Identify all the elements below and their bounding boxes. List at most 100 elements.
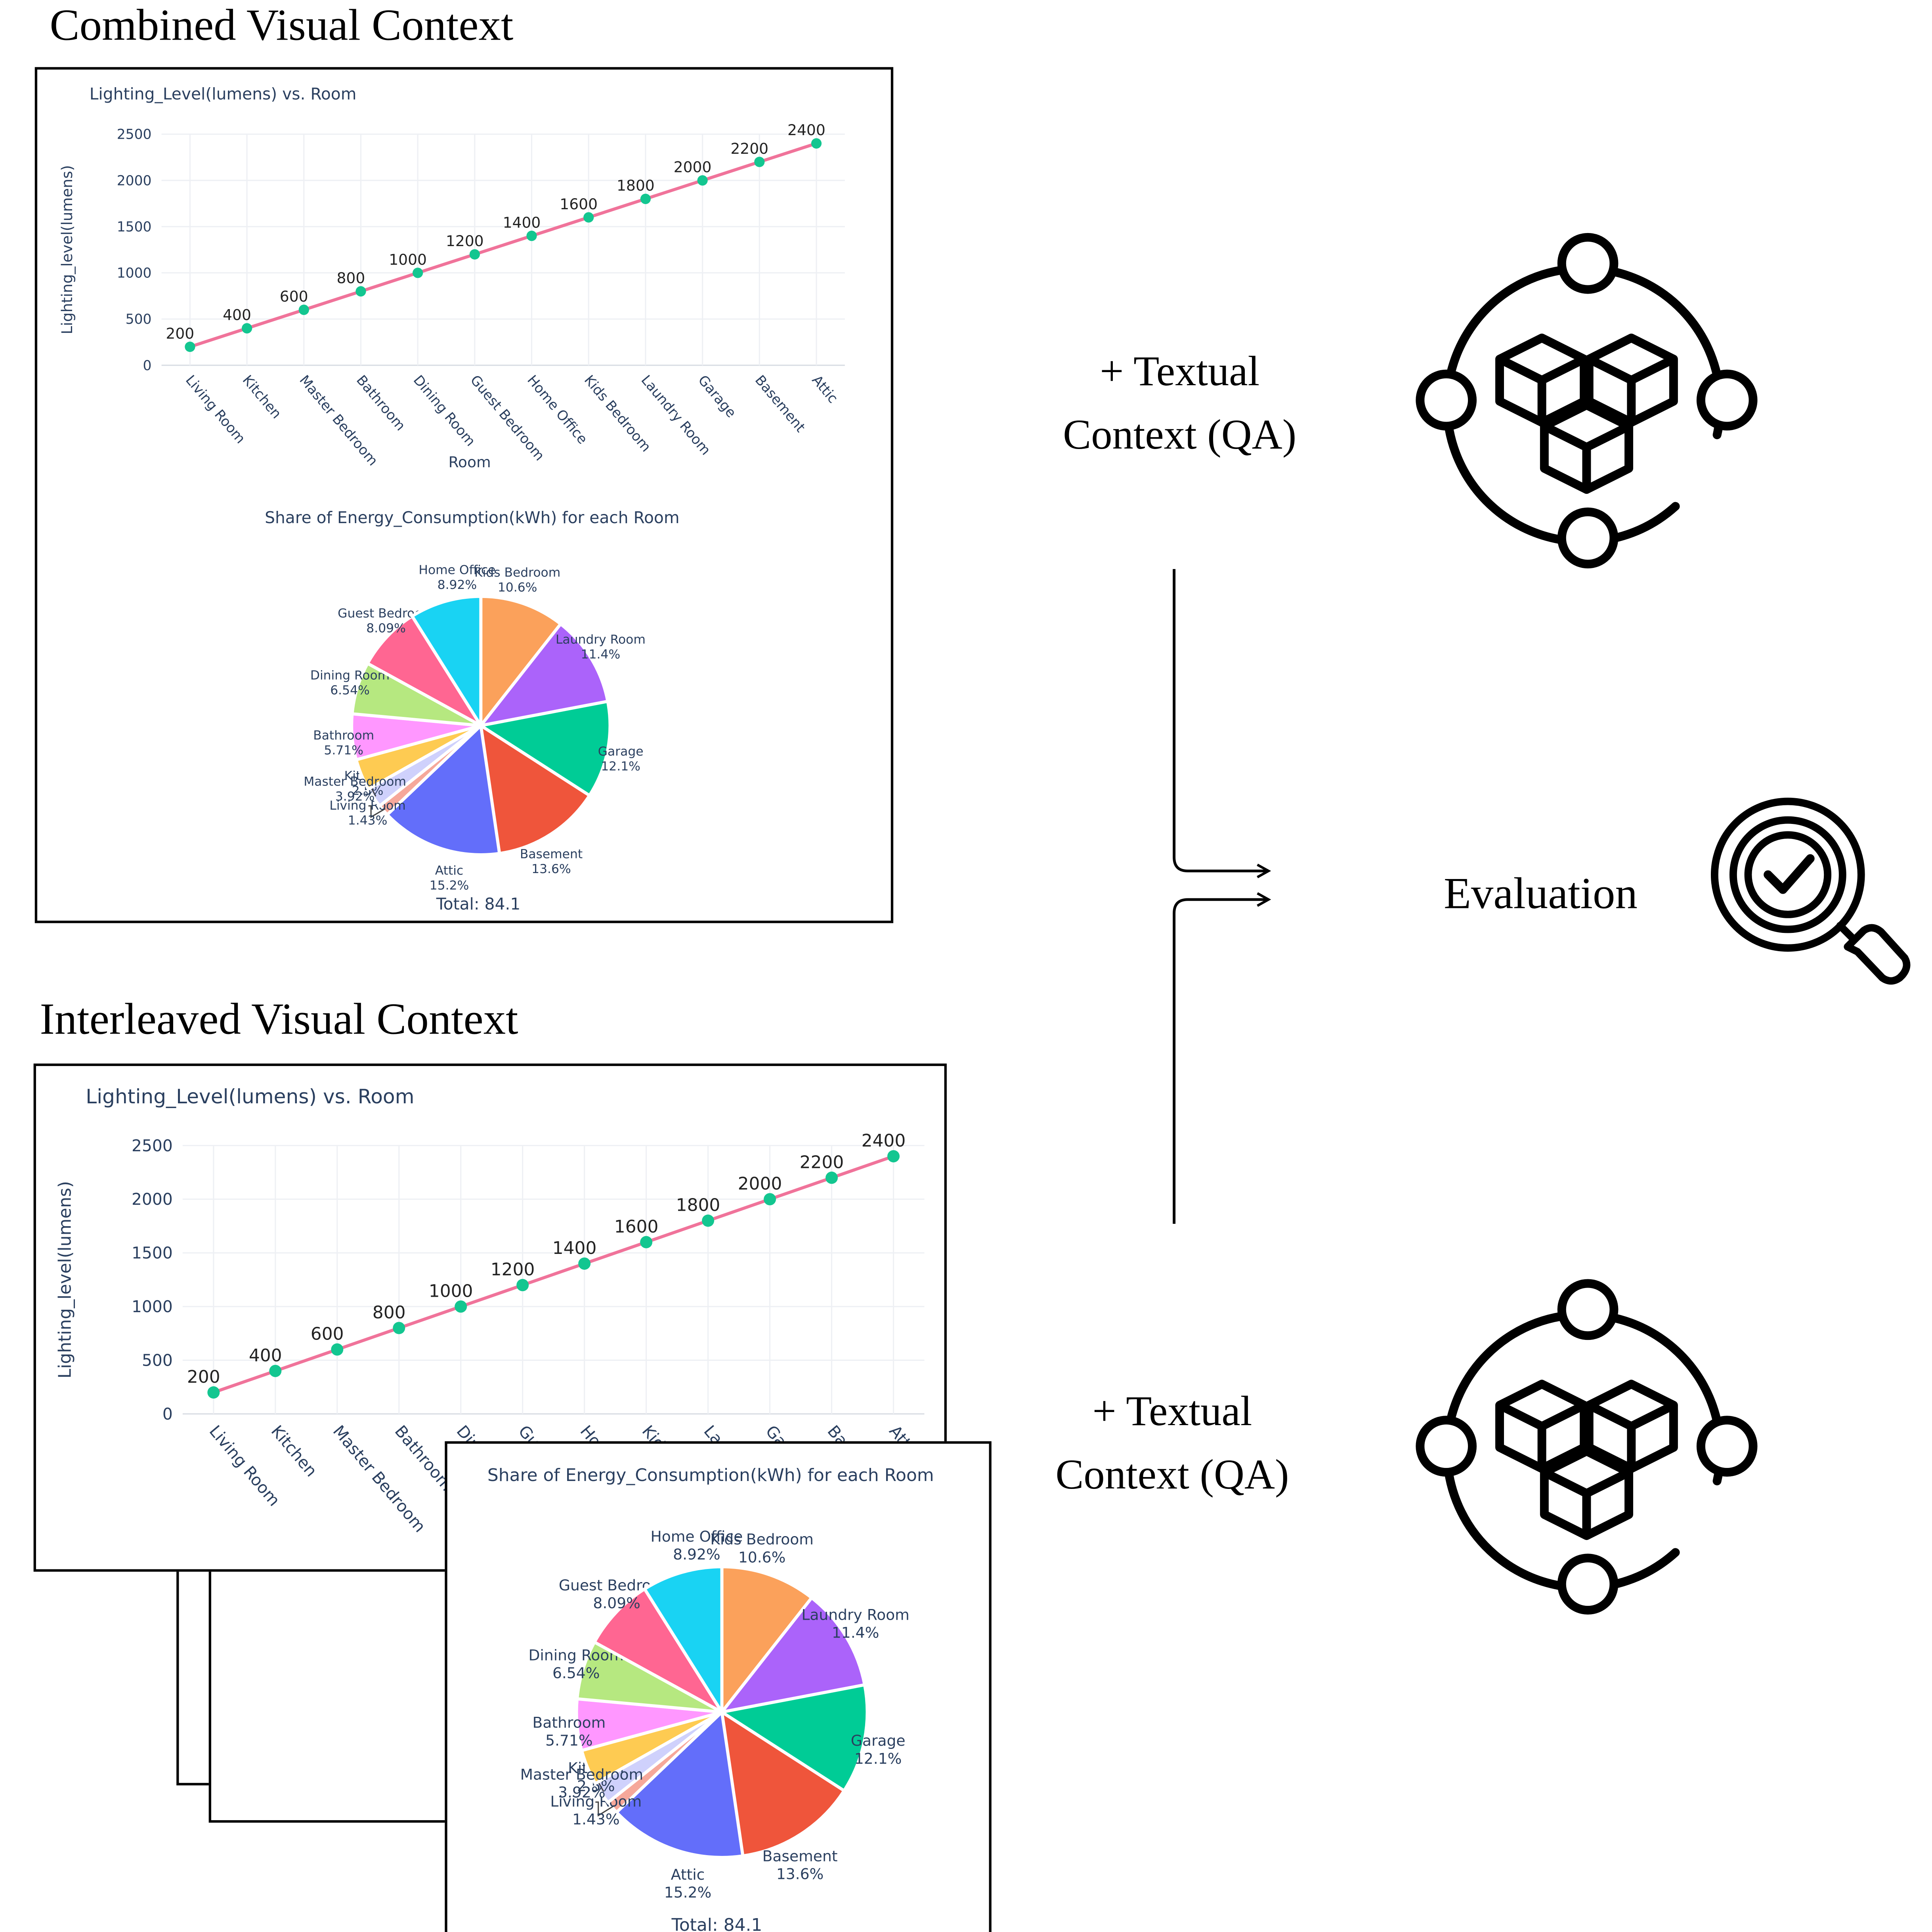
data-label: 2200 (730, 140, 768, 157)
interleaved-heading: Interleaved Visual Context (40, 994, 518, 1044)
data-point (702, 1214, 715, 1227)
pie-slice (718, 1683, 869, 1793)
chart-title: Lighting_Level(lumens) vs. Room (86, 1085, 414, 1108)
y-tick-label: 0 (162, 1405, 173, 1424)
pie-slice (718, 1596, 867, 1714)
pie-slice-label: Basement (520, 847, 583, 861)
pie-slice (592, 1586, 726, 1716)
combined-pie-chart: Share of Energy_Consumption(kWh) for eac… (265, 508, 679, 913)
y-tick-label: 1000 (132, 1297, 173, 1316)
y-tick-label: 500 (142, 1351, 173, 1370)
pie-slice-percent: 3.92% (558, 1784, 605, 1801)
y-tick-label: 2500 (132, 1136, 173, 1155)
y-tick-label: 500 (126, 311, 152, 327)
pie-slice-percent: 8.92% (438, 578, 477, 592)
pie-slice (720, 1565, 814, 1717)
y-tick-label: 2000 (117, 173, 152, 189)
data-point (640, 193, 651, 204)
y-axis-label: Lighting_level(lumens) (58, 165, 76, 334)
data-label: 1000 (389, 251, 427, 268)
data-point (811, 138, 822, 149)
data-label: 2000 (738, 1173, 782, 1194)
pie-slice-label: Attic (435, 864, 463, 878)
series-line (213, 1154, 894, 1394)
data-label: 2400 (862, 1131, 906, 1151)
pie-slice-label: Basement (762, 1847, 838, 1865)
pie-slice-percent: 10.6% (738, 1548, 785, 1566)
data-point (583, 212, 594, 223)
textual-context-label-bottom: + Textual Context (QA) (1039, 1380, 1306, 1507)
pie-slice-label: Laundry Room (801, 1606, 909, 1623)
combined-heading: Combined Visual Context (50, 0, 514, 50)
arrowhead-top (1257, 864, 1271, 879)
data-label: 1000 (429, 1281, 473, 1301)
data-label: 2400 (787, 121, 826, 139)
data-label: 800 (336, 269, 365, 287)
pie-slice-percent: 11.4% (581, 648, 621, 662)
y-tick-label: 2500 (117, 127, 152, 143)
magnifier-check-icon (1710, 797, 1911, 985)
pie-slice-label: Garage (598, 745, 644, 759)
pie-slice-percent: 12.1% (854, 1750, 902, 1767)
pie-slice-label: Garage (851, 1732, 906, 1749)
data-label: 200 (187, 1367, 220, 1387)
pie-slice-percent: 15.2% (664, 1884, 711, 1901)
data-label: 600 (280, 288, 308, 305)
pie-slice (642, 1565, 724, 1718)
data-label: 600 (311, 1324, 344, 1344)
pie-slice-label: Dining Room (310, 669, 390, 683)
cubes-network-icon (1416, 233, 1758, 569)
textual-context-line2: Context (QA) (1063, 412, 1297, 459)
data-point (754, 157, 765, 167)
data-label: 200 (166, 325, 194, 342)
data-point (298, 304, 309, 315)
pie-slice-percent: 8.09% (366, 621, 406, 636)
combined-line-chart: Lighting_Level(lumens) vs. Room 0 500 1000 1… (58, 84, 845, 471)
pie-leader-line (368, 805, 386, 818)
pie-slice (385, 722, 501, 856)
pie-slice-percent: 8.92% (673, 1546, 720, 1563)
pie-slice (476, 699, 612, 798)
y-tick-label: 1500 (132, 1244, 173, 1263)
pie-slice-percent: 10.6% (498, 581, 537, 595)
data-label: 2000 (674, 159, 712, 176)
pie-slice-percent: 11.4% (832, 1624, 879, 1642)
pie-slice (479, 594, 563, 730)
pie-slice-label: Laundry Room (556, 633, 646, 647)
data-label: 1800 (676, 1195, 720, 1215)
chart-title: Lighting_Level(lumens) vs. Room (90, 84, 357, 103)
pie-slice-percent: 1.43% (348, 813, 388, 827)
pie-slice-percent: 1.43% (572, 1811, 619, 1828)
data-point (331, 1343, 344, 1356)
pie-slice-label: Master Bedroom (304, 774, 406, 789)
data-point (469, 249, 480, 260)
data-point (526, 231, 537, 241)
pie-slice-percent: 12.1% (601, 759, 640, 774)
pie-title: Share of Energy_Consumption(kWh) for eac… (265, 508, 679, 527)
pie-slice-percent: 6.54% (330, 683, 370, 698)
pie-slice (575, 1640, 723, 1714)
data-label: 400 (223, 306, 251, 324)
data-point (393, 1322, 405, 1334)
data-label: 1400 (552, 1238, 597, 1258)
arrow-bottom (1173, 898, 1267, 1224)
pie-leader-line (595, 1801, 615, 1817)
pie-slice-label: Kids Bedroom (474, 566, 560, 580)
y-tick-label: 1000 (117, 266, 152, 281)
pie-slice-percent: 13.6% (776, 1865, 824, 1882)
data-label: 400 (249, 1345, 282, 1366)
pie-slice-label: Master Bedroom (520, 1766, 643, 1783)
pie-slice-label: Bathroom (533, 1714, 606, 1731)
interleaved-pie-chart: Share of Energy_Consumption(kWh) for eac… (487, 1465, 934, 1932)
y-axis-label: Lighting_level(lumens) (55, 1181, 75, 1378)
data-label: 1600 (560, 195, 598, 213)
pie-slice-label: Home Office (419, 563, 495, 577)
data-label: 1400 (503, 214, 541, 231)
data-label: 2200 (800, 1152, 844, 1172)
data-label: 1800 (617, 177, 655, 194)
data-point (640, 1236, 653, 1248)
pie-slice-label: Living Room (329, 799, 405, 813)
data-point (887, 1150, 900, 1163)
pie-title: Share of Energy_Consumption(kWh) for eac… (487, 1465, 934, 1485)
y-tick-label: 0 (143, 358, 152, 374)
